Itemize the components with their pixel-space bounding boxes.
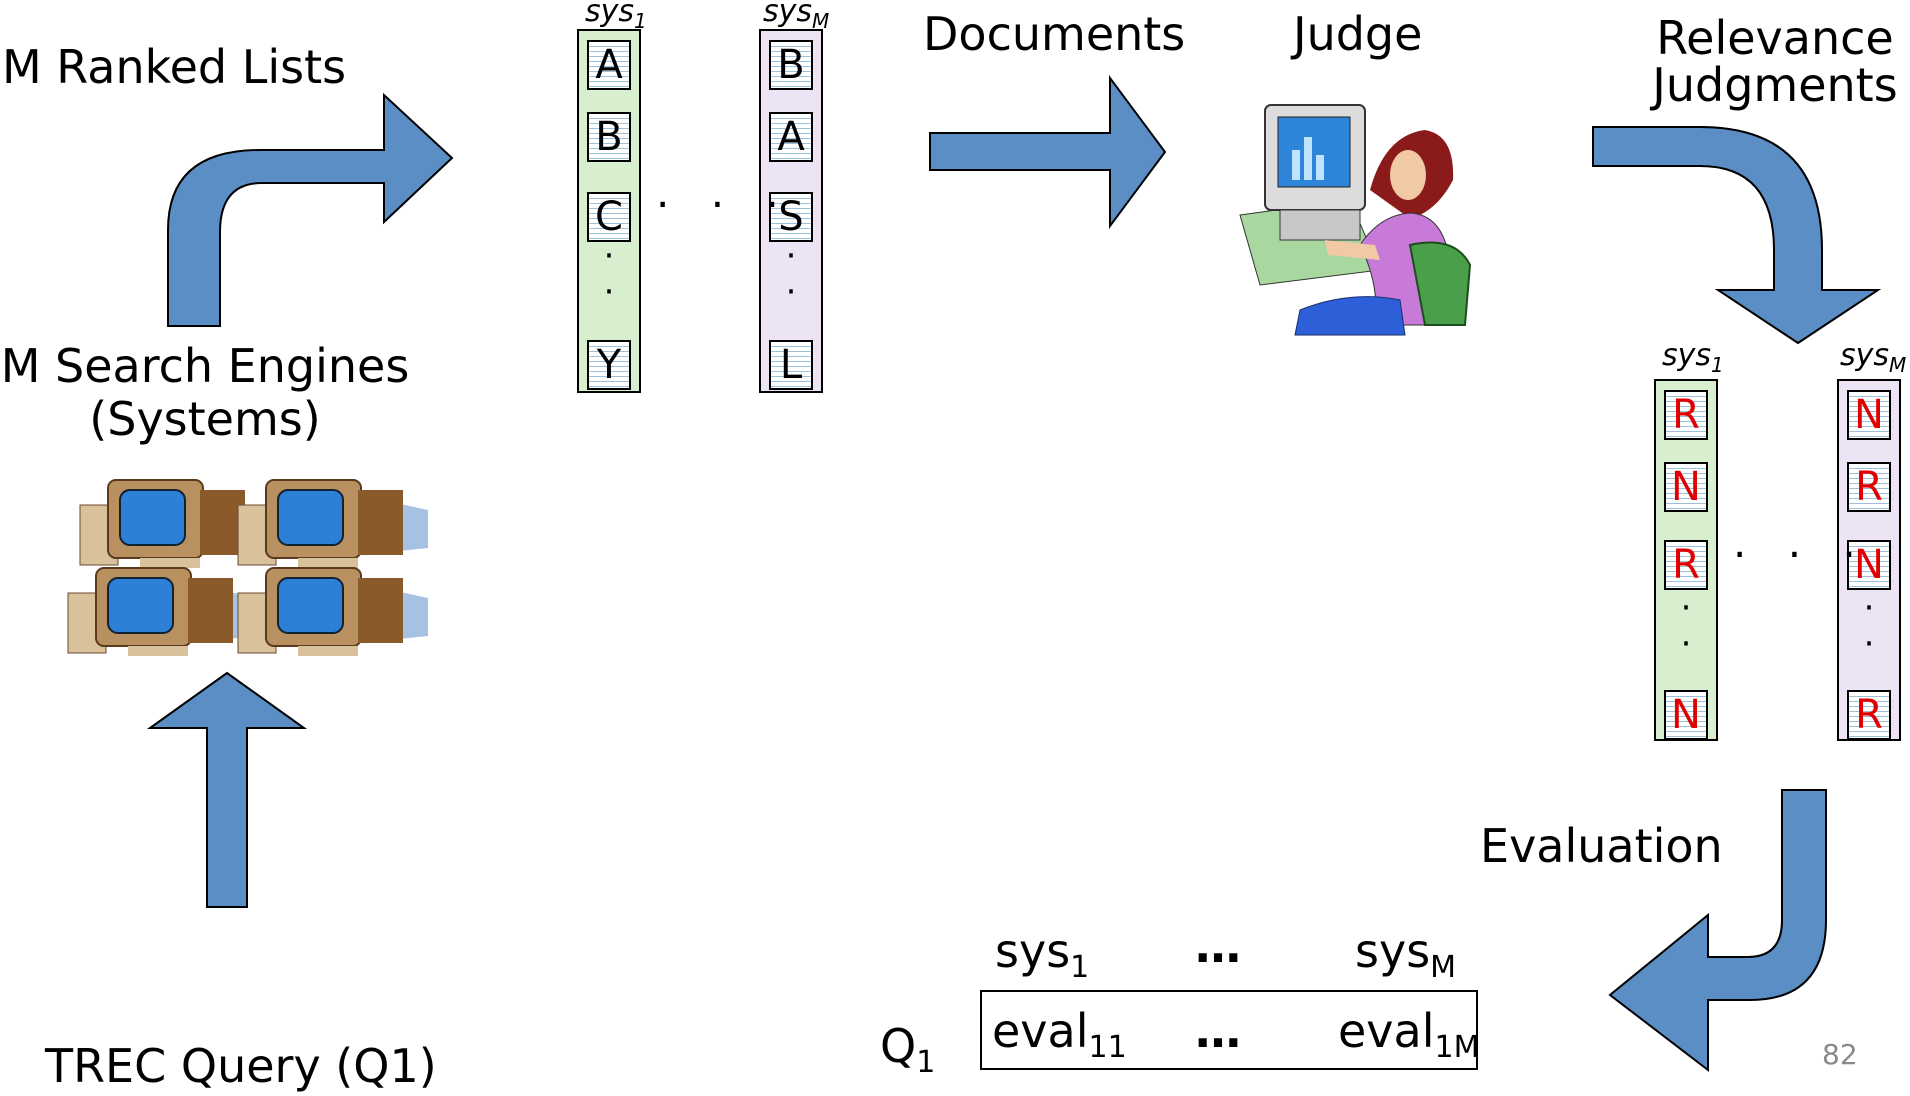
judgment-sys1-item: R	[1664, 540, 1708, 590]
ranked-sys1-vdots: ··	[603, 236, 615, 312]
ranked-sysM-header: sysM	[763, 0, 830, 33]
eval-header-ellipsis: …	[1195, 919, 1241, 973]
judgment-sys1-item: N	[1664, 462, 1708, 512]
eval-row-label: Q1	[880, 1019, 936, 1081]
arrow-evaluation-left	[1608, 789, 1827, 1073]
ranked-sysM-item: S	[769, 192, 813, 242]
ranked-sys1-item: A	[587, 40, 631, 90]
judge-person-icon	[1239, 104, 1472, 336]
computer-icon	[67, 479, 428, 656]
label-judge: Judge	[1293, 7, 1423, 61]
label-documents: Documents	[923, 7, 1186, 61]
judgment-hdots: · · ·	[1733, 530, 1870, 579]
eval-table-row	[980, 990, 1478, 1070]
ranked-sys1-item: B	[587, 112, 631, 162]
judgment-sysM-header: sysM	[1840, 338, 1907, 377]
label-relevance-judgments: Relevance Judgments	[1640, 12, 1910, 112]
label-ranked-lists: M Ranked Lists	[2, 40, 347, 94]
label-search-engines-line2: (Systems)	[89, 391, 321, 446]
eval-header-sys1: sys1	[995, 924, 1090, 986]
eval-cell-1M: eval1M	[1338, 1004, 1480, 1066]
slide-number: 82	[1822, 1038, 1858, 1071]
label-search-engines: M Search Engines (Systems)	[0, 340, 410, 446]
arrow-relevance-down	[1592, 126, 1882, 345]
ranked-sys1-header: sys1	[585, 0, 647, 33]
eval-cell-ellipsis: …	[1195, 1004, 1241, 1058]
label-relevance-line2: Judgments	[1652, 57, 1898, 112]
judgment-sys1-vdots: ··	[1680, 588, 1692, 664]
ranked-sysM-item: B	[769, 40, 813, 90]
ranked-hdots: · · ·	[656, 180, 793, 229]
ranked-sysM-item: L	[769, 340, 813, 390]
label-evaluation: Evaluation	[1480, 819, 1723, 873]
judgment-sys1-item: N	[1664, 690, 1708, 740]
arrow-query-up	[146, 671, 308, 908]
label-search-engines-line1: M Search Engines	[0, 339, 410, 393]
label-relevance-line1: Relevance	[1656, 11, 1894, 65]
judgment-sysM-vdots: ··	[1863, 588, 1875, 664]
ranked-sysM-item: A	[769, 112, 813, 162]
ranked-sys1-item: Y	[587, 340, 631, 390]
judgment-sysM-item: R	[1847, 462, 1891, 512]
judgment-sysM-item: N	[1847, 390, 1891, 440]
arrow-engines-to-lists	[167, 92, 454, 327]
ranked-sysM-vdots: ··	[785, 236, 797, 312]
judgment-sysM-item: R	[1847, 690, 1891, 740]
eval-header-sysM: sysM	[1355, 924, 1457, 986]
arrow-documents-to-judge	[929, 74, 1167, 230]
judgment-sysM-item: N	[1847, 540, 1891, 590]
eval-cell-11: eval11	[992, 1004, 1127, 1066]
judgment-sys1-item: R	[1664, 390, 1708, 440]
ranked-sys1-item: C	[587, 192, 631, 242]
label-query: TREC Query (Q1)	[45, 1039, 437, 1093]
judgment-sys1-header: sys1	[1662, 338, 1724, 377]
